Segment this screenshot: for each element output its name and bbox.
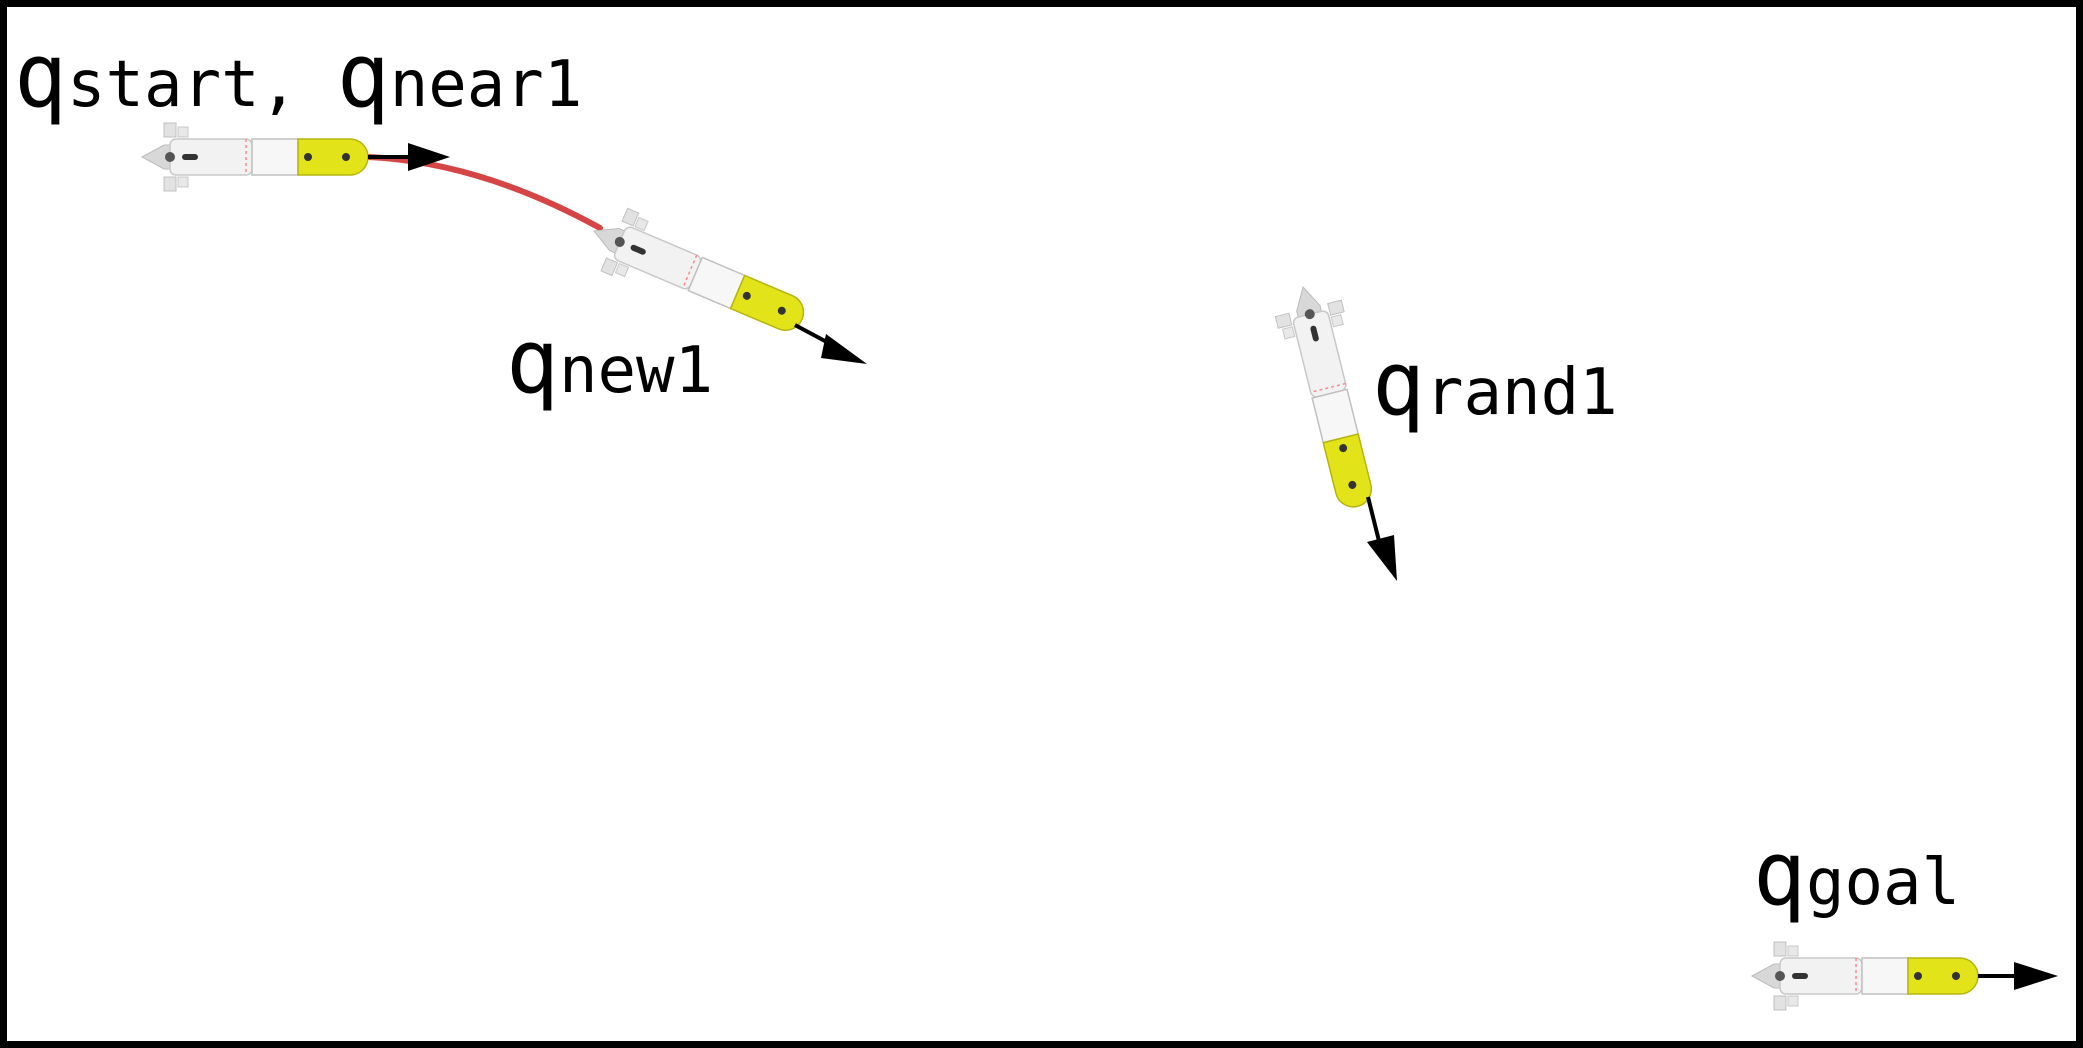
label-q: q xyxy=(1372,332,1425,435)
label-rand1: rand1 xyxy=(1424,356,1618,430)
label-start-near: qstart, qnear1 xyxy=(14,32,582,120)
heading-arrow-icon xyxy=(368,143,450,171)
label-rand: qrand1 xyxy=(1372,340,1618,428)
heading-arrow-icon xyxy=(1366,496,1397,581)
label-q: q xyxy=(1753,822,1806,925)
label-new: qnew1 xyxy=(506,318,713,406)
label-goal-text: goal xyxy=(1805,846,1961,920)
label-near1: near1 xyxy=(389,48,583,122)
label-start: start, xyxy=(66,48,337,122)
label-q: q xyxy=(336,24,390,127)
trajectory-curve xyxy=(365,154,603,231)
label-q: q xyxy=(14,24,67,127)
label-goal: qgoal xyxy=(1753,830,1960,918)
auv-robot-icon xyxy=(141,122,369,192)
heading-arrow-icon xyxy=(1978,962,2058,990)
label-q: q xyxy=(506,310,559,413)
label-new1: new1 xyxy=(558,334,714,408)
auv-robot-icon xyxy=(1751,941,1979,1011)
heading-arrow-icon xyxy=(794,323,867,364)
